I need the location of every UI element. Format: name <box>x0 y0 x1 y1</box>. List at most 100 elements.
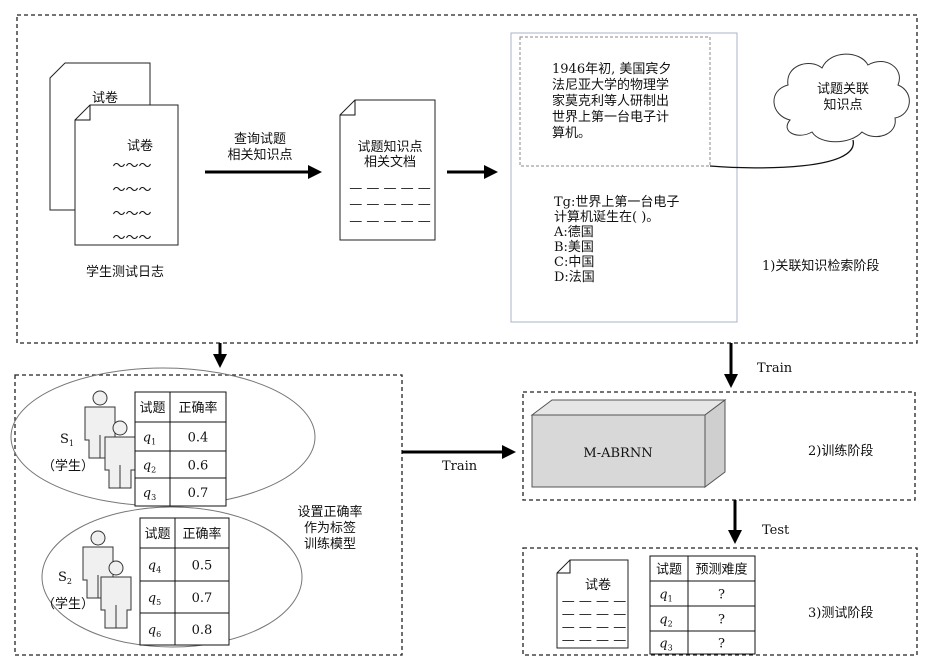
q: q <box>143 459 151 474</box>
q: q <box>148 623 156 638</box>
dash-line: — — — — <box>562 594 626 609</box>
students-icon <box>84 390 136 489</box>
table-header: 正确率 <box>178 400 217 416</box>
q-sub: 4 <box>156 566 161 575</box>
question-line: C:中国 <box>554 255 594 270</box>
q-sub: 1 <box>668 595 673 604</box>
table-header: 预测难度 <box>695 562 747 578</box>
q-sub: 1 <box>151 438 156 447</box>
table-value: 0.7 <box>188 486 209 501</box>
query-label: 相关知识点 <box>227 147 292 163</box>
stage1-label: 1)关联知识检索阶段 <box>762 258 879 274</box>
passage-text: 1946年初, 美国宾夕 法尼亚大学的物理学 家莫克利等人研制出 世界上第一台电… <box>552 61 671 141</box>
table-value: 0.6 <box>188 459 209 474</box>
dash-line: — — — — — <box>349 181 431 196</box>
q: q <box>659 588 667 603</box>
question-id: q3 <box>143 486 156 502</box>
person-head <box>90 530 106 546</box>
kdoc-title: 试题知识点 <box>357 139 422 155</box>
table-value: ? <box>718 588 725 603</box>
person-body <box>100 576 132 629</box>
stage3-box <box>522 547 918 656</box>
question-line: 计算机诞生在( )。 <box>554 210 659 225</box>
cloud-label: 试题关联 <box>817 82 869 97</box>
student-log-docs: 试卷 试卷 ～～～ ～～～ ～～～ ～～～ <box>49 62 179 246</box>
question-id: q5 <box>148 591 161 607</box>
model-name: M-ABRNN <box>583 446 652 461</box>
q: q <box>148 591 156 606</box>
kdoc-title: 相关文档 <box>364 155 416 170</box>
log-doc-front-title: 试卷 <box>127 138 153 154</box>
train-label-top: Train <box>757 361 793 376</box>
q-sub: 6 <box>156 630 161 639</box>
passage-line: 世界上第一台电子计 <box>552 110 669 125</box>
table-header: 试题 <box>144 527 170 542</box>
question-text: Tg:世界上第一台电子 计算机诞生在( )。 A:德国 B:美国 C:中国 D:… <box>553 195 679 285</box>
q-sub: 2 <box>668 620 673 629</box>
note-line: 训练模型 <box>304 537 356 552</box>
stage2-label: 2)训练阶段 <box>808 444 873 459</box>
person-body <box>104 436 136 489</box>
sid-sub: 1 <box>69 439 74 448</box>
table-value: 0.4 <box>188 431 209 446</box>
knowledge-doc: 试题知识点 相关文档 — — — — — — — — — — — — — — — <box>339 99 436 241</box>
table-header: 试题 <box>139 401 165 416</box>
question-id: q2 <box>143 459 156 475</box>
table-header: 试题 <box>656 563 682 578</box>
question-line: B:美国 <box>554 240 594 255</box>
students-icon <box>82 530 132 629</box>
passage-line: 家莫克利等人研制出 <box>552 93 669 109</box>
train-label: Train <box>442 459 478 474</box>
question-id: q3 <box>659 637 672 653</box>
dash-line: — — — — — <box>349 197 431 212</box>
test-doc: 试卷 — — — — — — — — — — — — — — — — <box>556 559 629 649</box>
knowledge-cloud <box>773 53 910 143</box>
q-sub: 5 <box>156 598 161 607</box>
test-label: Test <box>762 523 790 538</box>
passage-box <box>519 36 711 167</box>
table-value: ? <box>718 613 725 628</box>
q-sub: 3 <box>151 493 156 502</box>
dash-line: — — — — <box>562 607 626 622</box>
person-head <box>92 390 108 406</box>
prediction-table: 试题预测难度q1?q2?q3? <box>649 555 756 655</box>
question-id: q1 <box>659 588 672 604</box>
student1-role: （学生） <box>42 458 94 474</box>
question-id: q1 <box>143 431 156 447</box>
question-id: q4 <box>148 559 161 575</box>
model-block <box>530 399 727 488</box>
q: q <box>659 637 667 652</box>
log-doc-back-title: 试卷 <box>92 90 118 106</box>
dash-line: — — — — <box>562 633 626 648</box>
sid: S <box>58 570 67 585</box>
tilde-line: ～～～ <box>112 183 151 198</box>
table-value: 0.8 <box>192 623 213 638</box>
stage2-box <box>522 391 916 501</box>
person-head <box>108 560 124 576</box>
student1-id: S1 <box>60 432 74 448</box>
question-id: q2 <box>659 613 672 629</box>
passage-line: 算机。 <box>552 126 591 141</box>
dash-line: — — — — <box>562 620 626 635</box>
q: q <box>659 613 667 628</box>
labeling-box <box>14 374 403 656</box>
tilde-line: ～～～ <box>112 207 151 222</box>
note-line: 作为标签 <box>304 520 356 536</box>
query-label: 查询试题 <box>234 132 286 147</box>
stage1-box <box>16 14 918 344</box>
passage-line: 1946年初, 美国宾夕 <box>552 61 671 77</box>
note-line: 设置正确率 <box>297 504 362 520</box>
table-value: 0.5 <box>192 559 213 574</box>
sid: S <box>60 432 69 447</box>
passage-line: 法尼亚大学的物理学 <box>552 77 669 93</box>
q-sub: 2 <box>151 466 156 475</box>
person-head <box>112 420 128 436</box>
stage3-label: 3)测试阶段 <box>808 606 873 621</box>
table-value: 0.7 <box>192 591 213 606</box>
question-line: D:法国 <box>554 270 595 285</box>
student2-role: （学生） <box>42 596 94 612</box>
dash-line: — — — — — <box>349 214 431 229</box>
q: q <box>143 486 151 501</box>
question-line: A:德国 <box>553 225 594 240</box>
